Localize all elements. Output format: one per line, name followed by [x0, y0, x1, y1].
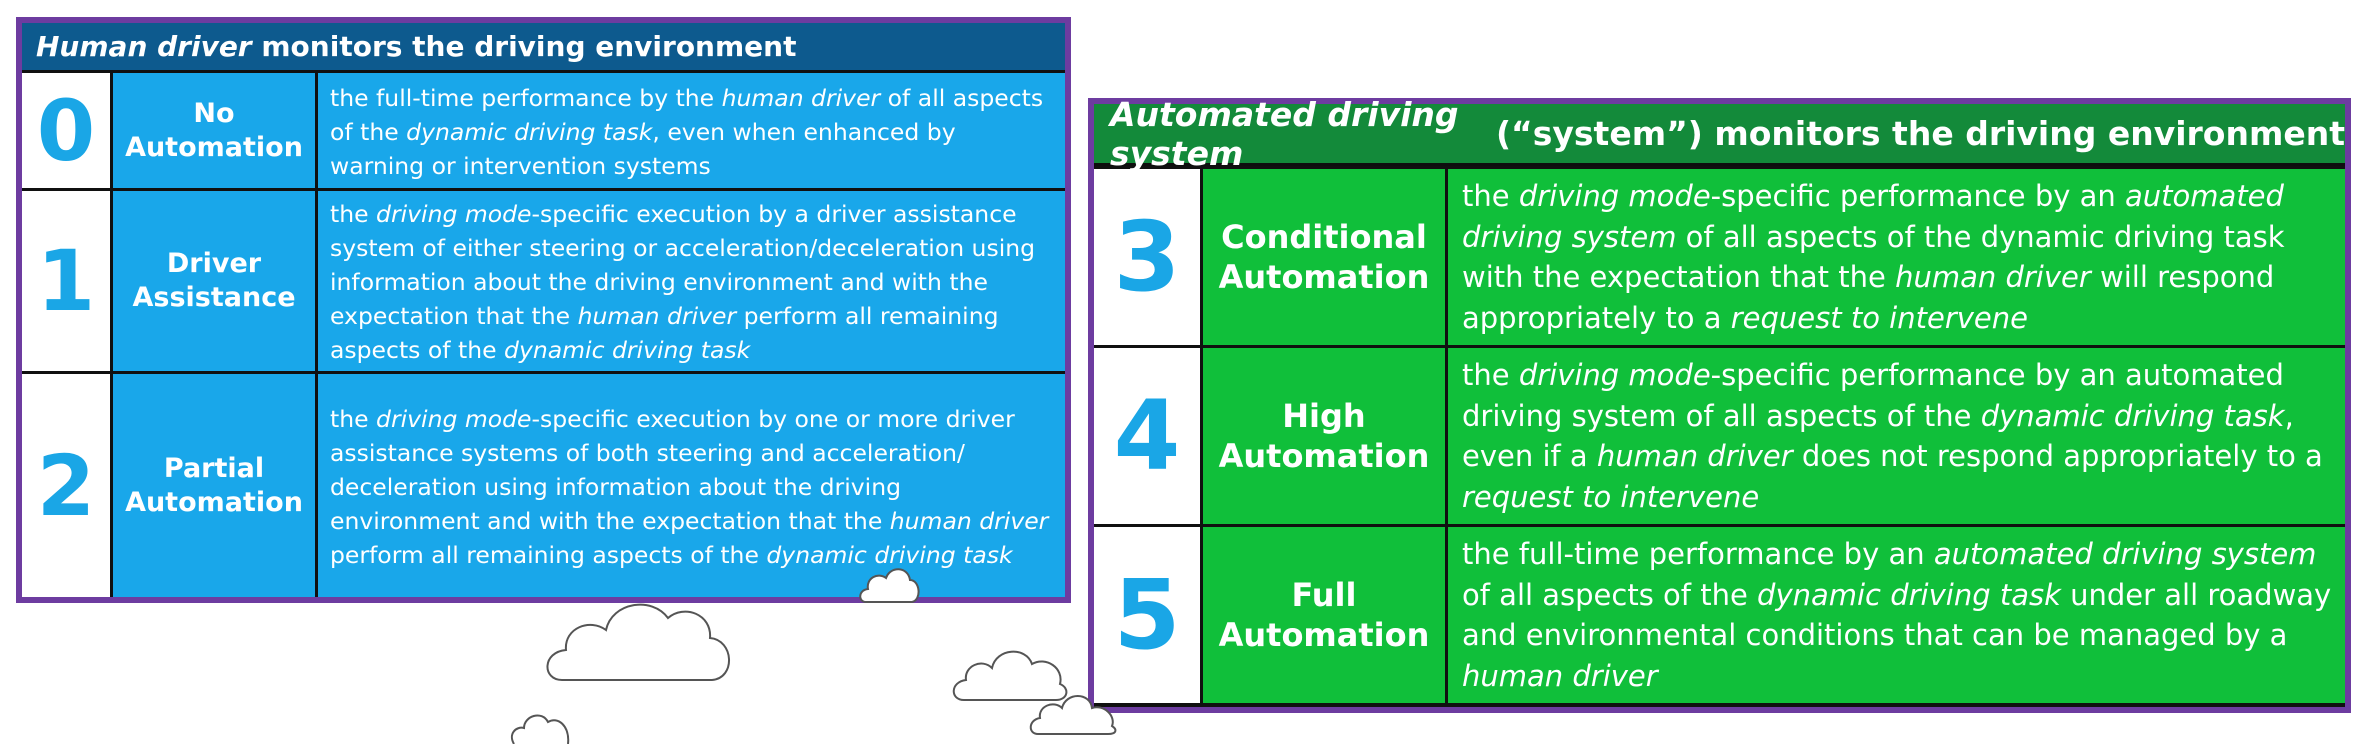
system-panel-header-italic: Automated driving system — [1110, 94, 1459, 173]
level-name-line1: No — [193, 97, 235, 129]
human-panel-header-rest: monitors the driving environment — [251, 30, 797, 63]
level-description-text: the driving mode-specific performance by… — [1462, 358, 2323, 514]
human-panel-header-italic: Human driver — [36, 30, 252, 63]
cloud-icon — [859, 568, 920, 603]
level-description: the driving mode-specific execution by o… — [318, 374, 1065, 597]
level-description: the driving mode-specific execution by a… — [318, 191, 1065, 371]
level-description-text: the full-time performance by the human d… — [330, 83, 1044, 180]
cloud-icon — [1029, 695, 1117, 735]
level-number: 4 — [1094, 348, 1200, 524]
level-name-line2: Automation — [125, 131, 303, 163]
level-description: the driving mode-specific performance by… — [1448, 169, 2345, 345]
level-name-line2: Assistance — [132, 282, 296, 313]
level-description-text: the full-time performance by an automate… — [1462, 537, 2332, 693]
level-name-line1: Full — [1291, 576, 1357, 614]
automated-system-panel-inner: Automated driving system (“system”) moni… — [1094, 95, 2345, 707]
system-panel-header-rest: (“system”) monitors the driving environm… — [1484, 114, 2345, 153]
level-description: the full-time performance by the human d… — [318, 73, 1065, 188]
level-name-line1: Conditional — [1221, 218, 1427, 256]
level-name-line1: Partial — [163, 452, 265, 484]
level-description-text: the driving mode-specific performance by… — [1462, 179, 2285, 335]
human-driver-panel: Human driver monitors the driving enviro… — [16, 17, 1071, 603]
level-name-line1: High — [1282, 397, 1366, 435]
level-number: 1 — [22, 191, 110, 371]
level-name-line2: Automation — [125, 486, 303, 518]
level-name-line1: Driver — [166, 248, 262, 280]
level-description: the full-time performance by an automate… — [1448, 527, 2345, 703]
cloud-icon — [510, 714, 570, 744]
cloud-icon — [546, 603, 730, 681]
human-panel-header: Human driver monitors the driving enviro… — [22, 23, 1065, 70]
level-number: 5 — [1094, 527, 1200, 703]
automated-system-panel: Automated driving system (“system”) moni… — [1088, 95, 2351, 713]
level-description: the driving mode-specific performance by… — [1448, 348, 2345, 524]
level-name-line2: Automation — [1218, 258, 1430, 296]
level-number: 2 — [22, 374, 110, 597]
level-description-text: the driving mode-specific execution by o… — [330, 404, 1049, 569]
human-driver-panel-inner: Human driver monitors the driving enviro… — [22, 23, 1065, 597]
cloud-icon — [952, 650, 1068, 701]
level-description-text: the driving mode-specific execution by a… — [330, 200, 1036, 364]
level-number: 3 — [1094, 169, 1200, 345]
system-panel-header: Automated driving system (“system”) moni… — [1094, 95, 2345, 173]
level-name-line2: Automation — [1218, 437, 1430, 475]
level-number: 0 — [22, 73, 110, 188]
level-name-line2: Automation — [1218, 616, 1430, 654]
